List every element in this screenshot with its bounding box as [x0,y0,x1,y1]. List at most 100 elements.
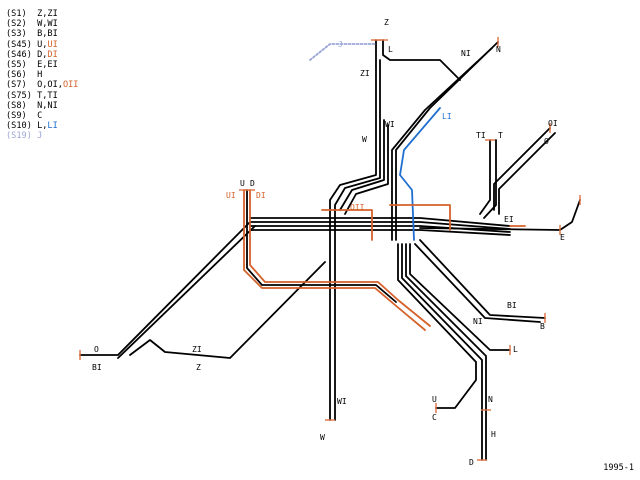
terminal-ticks [79,37,581,461]
station-label: ZI [360,69,370,78]
station-label: O [544,137,549,146]
station-label: NI [473,317,483,326]
route-wi [334,59,381,421]
legend-lines: J [37,131,43,142]
legend-row-s3: (S3) B,BI [6,29,78,39]
legend-row-s1: (S1) Z,ZI [6,9,78,19]
station-label: WI [337,397,347,406]
year-label: 1995-1 [603,463,634,473]
legend-row-s8: (S8) N,NI [6,101,78,111]
route-e [419,199,581,231]
legend-lines-accent: DI [47,49,58,60]
station-label: L [513,345,518,354]
station-label: UI [226,191,236,200]
station-label: Z [196,363,201,372]
legend-lines: C [37,110,43,121]
station-label: B [540,322,545,331]
route-di [249,189,431,327]
trunk-track-ew [249,225,511,233]
route-w [329,39,377,421]
route-zi [339,119,385,211]
legend-lines: W,WI [37,19,58,30]
station-label: T [498,131,503,140]
legend-lines: Z,ZI [37,9,58,19]
legend-code: (S5) [6,59,27,70]
legend-lines: L, [37,121,48,132]
legend-row-s5: (S5) E,EI [6,60,78,70]
station-label: U [240,179,245,188]
legend-lines: O,OI, [37,80,63,91]
route-ti [479,139,491,215]
route-j [309,43,377,61]
legend-code: (S45) [6,39,32,50]
station-label: DI [256,191,266,200]
route-bi-west [117,225,256,359]
station-label: BI [507,301,517,310]
station-label: H [491,430,496,439]
legend-row-s19: (S19) J [6,131,78,141]
route-south-2 [405,243,487,461]
legend-lines-accent: LI [47,121,58,132]
legend-code: (S8) [6,100,27,111]
station-label: U [432,395,437,404]
station-label: N [496,45,501,54]
legend-lines: T,TI [37,90,58,101]
station-label: BI [92,363,102,372]
station-label: D [469,458,474,467]
station-label: NI [461,49,471,58]
station-label: OII [350,203,365,212]
legend-code: (S2) [6,19,27,30]
legend-lines: B,BI [37,29,58,40]
trunk-track-ew [249,229,511,236]
trunk-track-ew [249,221,511,230]
route-li [399,107,441,241]
legend: (S1) Z,ZI (S2) W,WI (S3) B,BI (S45) U,UI… [6,9,78,141]
station-label: D [250,179,255,188]
legend-code: (S75) [6,90,32,101]
legend-lines: D, [37,49,48,60]
route-oii [321,209,373,241]
route-z [344,124,389,215]
legend-code: (S46) [6,49,32,60]
route-ni [391,47,493,241]
route-bi [414,243,541,323]
station-label: C [432,413,437,422]
legend-lines: H [37,70,43,81]
legend-row-s9: (S9) C [6,111,78,121]
station-label: N [488,395,493,404]
trunk-track-ew [249,217,511,227]
route-ui [243,189,426,331]
route-south-3 [409,243,511,351]
legend-code: (S9) [6,110,27,121]
legend-lines: N,NI [37,100,58,111]
station-label: W [320,433,325,442]
legend-row-s7: (S7) O,OI,OII [6,80,78,90]
station-label: L [388,45,393,54]
legend-lines: E,EI [37,59,58,70]
legend-code: (S19) [6,131,32,142]
station-label: EI [504,215,514,224]
legend-code: (S7) [6,80,27,91]
station-label: LI [442,112,452,121]
route-o-west [79,221,251,356]
route-oi [493,127,551,211]
route-t [483,139,497,219]
route-u [246,189,397,303]
station-label: TI [476,131,486,140]
legend-lines-accent: UI [47,39,58,50]
station-label: Z [384,18,389,27]
legend-code: (S1) [6,9,27,19]
legend-code: (S6) [6,70,27,81]
route-oii-east [389,204,451,231]
legend-row-s2: (S2) W,WI [6,19,78,29]
legend-code: (S3) [6,29,27,40]
legend-lines: U, [37,39,48,50]
legend-row-s45: (S45) U,UI [6,40,78,50]
legend-lines-accent: OII [62,80,79,91]
station-label: W [362,135,367,144]
station-label: WI [385,120,395,129]
route-zi-west [129,261,326,359]
legend-row-s6: (S6) H [6,70,78,80]
route-south-0 [397,243,477,409]
